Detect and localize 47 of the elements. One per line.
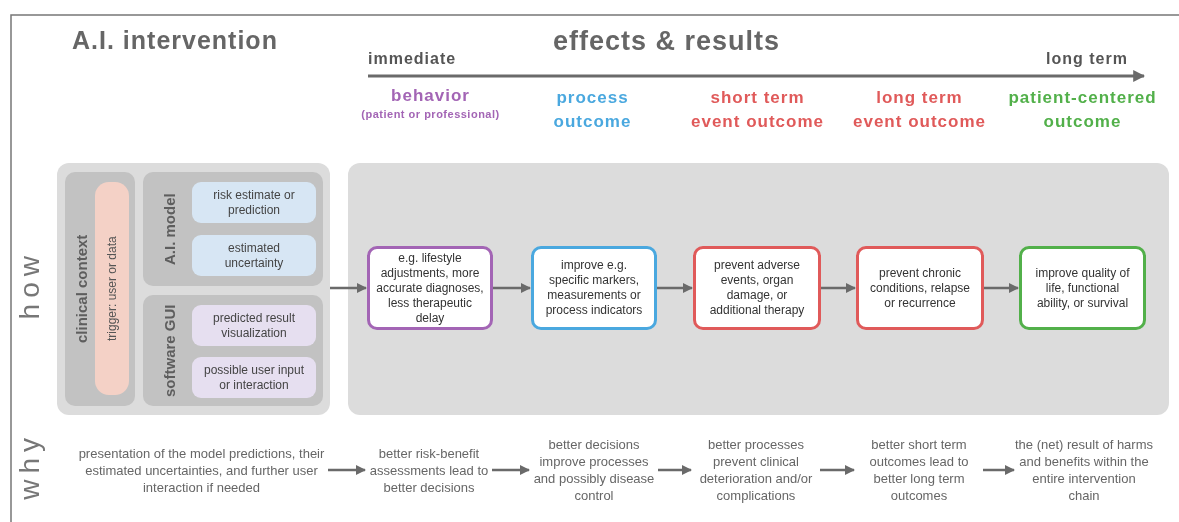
column-subheading: (patient or professional) — [360, 108, 501, 120]
model-output-box: estimated uncertainty — [192, 235, 316, 276]
model-output-box: risk estimate or prediction — [192, 182, 316, 223]
row-label: how — [14, 250, 46, 320]
group-title: A.I. model — [159, 192, 179, 267]
rationale-text: the (net) result of harms and benefits within the entire intervention chain — [1015, 428, 1153, 512]
arrow — [492, 465, 530, 475]
column-heading: long term event outcome — [852, 87, 987, 133]
group-panel — [143, 172, 323, 286]
section-heading: A.I. intervention — [72, 26, 278, 55]
outcome-box: prevent chronic conditions, relapse or recurrence — [856, 246, 984, 330]
interface-box: possible user input or interaction — [192, 357, 316, 398]
column-heading: patient-centered outcome — [1007, 87, 1158, 133]
rationale-text: better decisions improve processes and possibly disease control — [530, 428, 658, 512]
group-panel — [143, 295, 323, 406]
column-heading: short term event outcome — [690, 87, 825, 133]
arrow — [330, 283, 367, 293]
rationale-text: better risk-benefit assessments lead to better decisions — [366, 428, 492, 512]
trigger-pill — [95, 182, 129, 395]
outcome-box: prevent adverse events, organ damage, or additional therapy — [693, 246, 821, 330]
arrow — [657, 283, 693, 293]
rationale-text: presentation of the model predictions, their estimated uncertainties, and further user interaction if needed — [75, 428, 328, 512]
group-panel — [65, 172, 135, 406]
arrow — [983, 465, 1015, 475]
column-heading: behavior — [390, 86, 471, 106]
panel-background — [57, 163, 330, 415]
arrow — [328, 465, 366, 475]
timeline-label: long term — [1046, 50, 1128, 68]
column-heading: process outcome — [552, 87, 633, 133]
timeline-label: immediate — [368, 50, 457, 68]
rationale-text: better processes prevent clinical deterioration and/or complications — [692, 428, 820, 512]
outcome-box: improve quality of life, functional ability, or survival — [1019, 246, 1146, 330]
panel-background — [348, 163, 1169, 415]
section-heading: effects & results — [553, 26, 781, 57]
outcome-box: improve e.g. specific markers, measurements or process indicators — [531, 246, 657, 330]
row-label: why — [14, 432, 46, 500]
arrow — [493, 283, 531, 293]
trigger-label: trigger: user or data — [104, 235, 120, 343]
arrow — [820, 465, 855, 475]
group-title: software GUI — [159, 303, 179, 399]
rationale-text: better short term outcomes lead to better long term outcomes — [855, 428, 983, 512]
arrow — [821, 283, 856, 293]
arrow — [658, 465, 692, 475]
group-title: clinical context — [71, 233, 91, 346]
outcome-box: e.g. lifestyle adjustments, more accurate diagnoses, less therapeutic delay — [367, 246, 493, 330]
arrow — [984, 283, 1019, 293]
interface-box: predicted result visualization — [192, 305, 316, 346]
